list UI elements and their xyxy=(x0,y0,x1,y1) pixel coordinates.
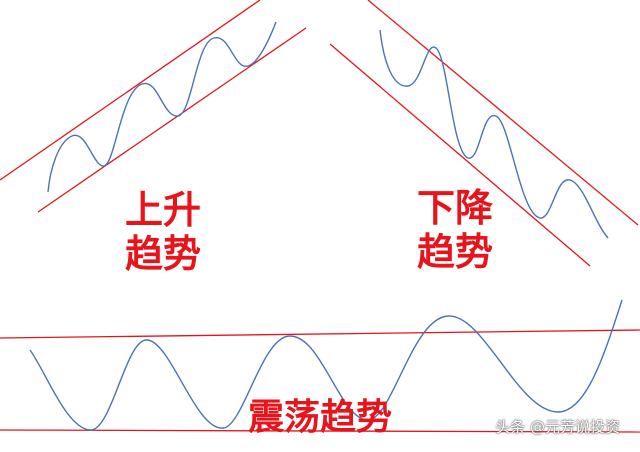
uptrend-wave xyxy=(47,21,277,193)
downtrend-label: 下降 趋势 xyxy=(410,186,500,274)
range-wave xyxy=(29,299,623,431)
uptrend-label-line2: 趋势 xyxy=(124,232,201,276)
downtrend-label-line1: 下降 xyxy=(416,186,493,230)
downtrend-upper-line xyxy=(367,0,639,226)
uptrend-lower-line xyxy=(37,27,307,213)
downtrend-channel xyxy=(329,0,639,267)
range-label: 震荡趋势 xyxy=(248,397,393,438)
uptrend-channel xyxy=(0,0,307,213)
uptrend-label: 上升 趋势 xyxy=(118,188,208,276)
downtrend-lower-line xyxy=(329,43,591,267)
downtrend-wave xyxy=(379,29,609,239)
uptrend-label-line1: 上升 xyxy=(124,188,201,232)
range-channel xyxy=(0,299,640,433)
downtrend-label-line2: 趋势 xyxy=(416,230,493,274)
range-lower-line xyxy=(0,429,640,433)
range-upper-line xyxy=(0,329,640,339)
uptrend-upper-line xyxy=(0,0,261,181)
watermark: 头条 @元芳说投资 xyxy=(495,418,620,436)
